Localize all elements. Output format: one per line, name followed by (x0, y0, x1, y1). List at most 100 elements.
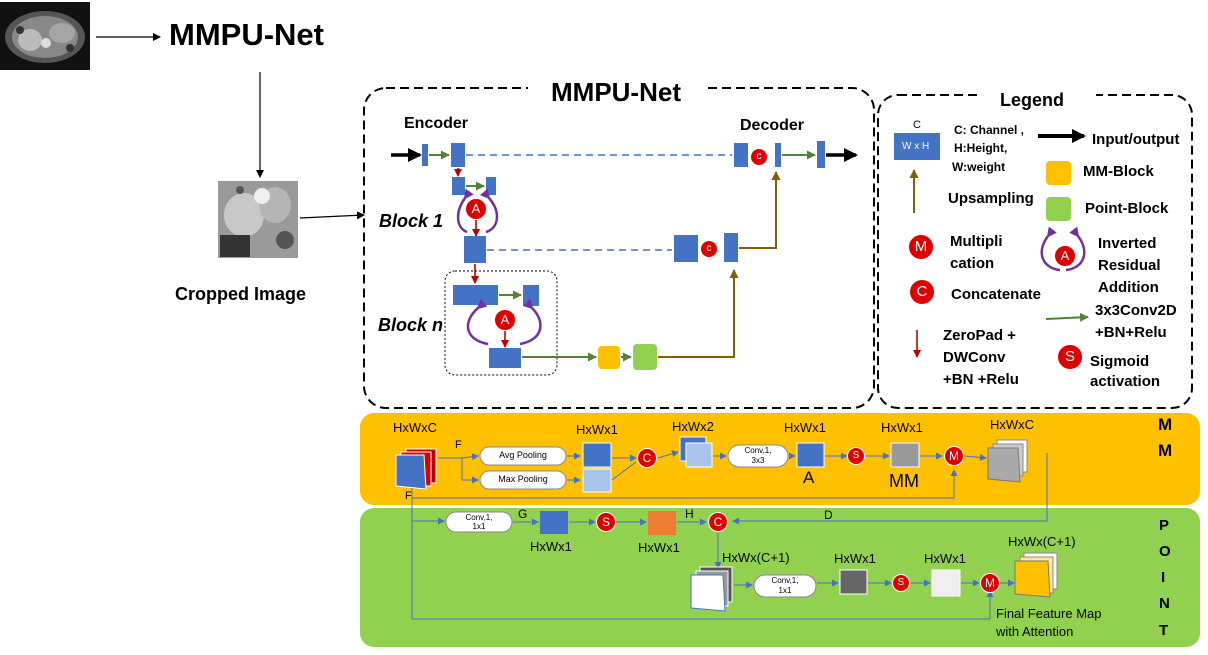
legend-sig-2: activation (1090, 373, 1161, 390)
point-g-dims: HxWx1 (530, 539, 572, 554)
mm-concat-out-arrow (657, 450, 679, 459)
legend-title-bg (978, 86, 1096, 110)
crop-to-net-arrow (299, 211, 365, 220)
point-h-map (648, 511, 676, 535)
mm-conv-2: 3x3 (751, 456, 765, 465)
block1-label: Block 1 (379, 211, 444, 231)
legend-mm-label: MM-Block (1083, 163, 1154, 180)
legend-mult-1: Multipli (950, 233, 1003, 250)
legend-conv-1: 3x3Conv2D (1095, 302, 1177, 319)
point-mult-symbol: M (980, 573, 1000, 593)
point-g-label: G (518, 507, 528, 521)
point-conv2-1: Conv,1, (771, 576, 799, 585)
mm-f-to-avgpool (461, 453, 479, 461)
mm-side-1: M (1158, 415, 1173, 434)
point-side-o: O (1159, 543, 1171, 560)
point-conv2-2: 1x1 (778, 586, 792, 595)
mm-avg-pool-pill (479, 446, 567, 466)
point-side-p: P (1159, 517, 1170, 534)
header-title: MMPU-Net (169, 17, 324, 52)
mm-mult-out-arrow (964, 453, 987, 461)
mm-conv-pill (727, 444, 789, 468)
point-d-label: D (824, 508, 833, 522)
mm-skip-to-mult (411, 469, 958, 499)
dec-block-1b (724, 233, 738, 262)
legend-mult-2: cation (950, 255, 995, 272)
legend-sig-1: Sigmoid (1090, 353, 1150, 370)
mmpu-net-title: MMPU-Net (551, 77, 681, 107)
point-out-dims: HxWx(C+1) (1008, 534, 1076, 549)
point-h-dims: HxWx1 (638, 540, 680, 555)
mm-avg-map (582, 442, 612, 468)
enc-input-bar (422, 144, 428, 166)
mm-conv-1: Conv,1, (744, 446, 772, 455)
mm-f2-label: F (405, 490, 412, 502)
mm-mm-dims: HxWx1 (881, 420, 923, 435)
block1-residual-right (479, 188, 499, 234)
dec-block-1 (674, 235, 698, 262)
legend-box (877, 94, 1193, 409)
point-cat-stack (690, 566, 733, 612)
legend-mm-swatch (1046, 161, 1071, 185)
mm-block-square (598, 346, 620, 369)
blockn-label: Block n (378, 315, 444, 335)
point-p-map (839, 569, 868, 595)
point-d-arrow (732, 453, 1048, 525)
upsample-arrow-1 (658, 269, 739, 358)
mmpu-net-title-bg (528, 76, 708, 104)
mm-a-map (796, 442, 825, 468)
mm-input-stack (395, 448, 437, 490)
legend-residual-right (1065, 226, 1086, 272)
block-n-box (444, 270, 558, 376)
decoder-label: Decoder (740, 117, 805, 134)
legend-point-label: Point-Block (1085, 200, 1169, 217)
point-side-i: I (1161, 569, 1166, 586)
mm-concat-symbol: C (637, 448, 657, 468)
mm-max-pool-pill (479, 470, 567, 490)
mm-to-concat-arrow-2 (611, 461, 637, 481)
legend-dims-3: W:weight (952, 160, 1006, 174)
cropped-image-thumbnail (218, 181, 298, 258)
point-p-dims: HxWx1 (834, 551, 876, 566)
legend-a-symbol: A (1054, 245, 1076, 267)
legend-concat-label: Concatenate (951, 286, 1042, 303)
mm-max-map (582, 468, 612, 493)
legend-zp-2: DWConv (943, 349, 1006, 366)
mm-sigmoid-symbol: S (847, 447, 865, 465)
point-sigmoid2-symbol: S (892, 574, 910, 592)
legend-point-swatch (1046, 197, 1071, 221)
legend-box-icon (894, 133, 940, 160)
block1-residual-left (456, 188, 474, 234)
mm-mm-label: MM (889, 471, 919, 491)
point-conv-2: 1x1 (472, 522, 486, 531)
mm-max-pool-label: Max Pooling (498, 474, 548, 484)
blockn-residual-left (466, 298, 489, 346)
enc-block-0 (451, 143, 465, 167)
blockn-result (489, 348, 521, 368)
point-h-label: H (685, 507, 694, 521)
point-output-stack (1014, 552, 1058, 598)
mm-in-dims: HxWxC (393, 420, 438, 435)
mm-avg-pool-label: Avg Pooling (499, 450, 547, 460)
mm-mult-symbol: M (944, 446, 964, 466)
legend-inv-3: Addition (1098, 279, 1159, 296)
point-final-1: Final Feature Map (996, 606, 1102, 621)
legend-inv-1: Inverted (1098, 235, 1157, 252)
legend-box-c: C (913, 119, 921, 131)
dec-concat-1-symbol: c (700, 240, 718, 258)
dec-block-0 (734, 143, 748, 167)
point-concat-symbol: C (708, 512, 728, 532)
blockn-add-symbol: A (494, 309, 516, 331)
point-conv-1: Conv,1, (465, 513, 493, 522)
block1-in (452, 177, 465, 195)
legend-zp-3: +BN +Relu (943, 371, 1019, 388)
mm-output-stack (987, 439, 1028, 483)
mm-a-label: A (803, 468, 815, 487)
mm-f-label: F (455, 439, 462, 451)
legend-conv-2: +BN+Relu (1095, 324, 1167, 341)
point-side-n: N (1159, 595, 1170, 612)
point-s-map (931, 569, 961, 597)
point-side-t: T (1159, 622, 1169, 639)
mm-a-dims: HxWx1 (784, 420, 826, 435)
